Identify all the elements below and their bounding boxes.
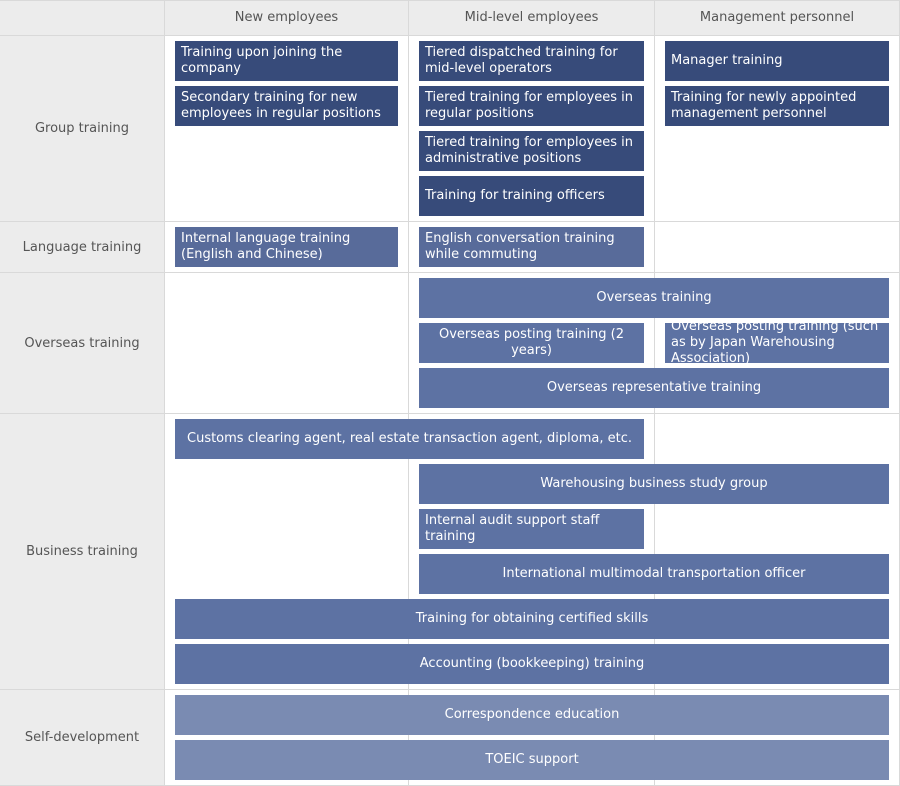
- overseas-posting-jwa-box: Overseas posting training (such as by Ja…: [665, 319, 889, 366]
- dispatched-training-box: Tiered dispatched training for mid-level…: [419, 41, 644, 81]
- certified-skills-training-box: Training for obtaining certified skills: [175, 599, 889, 639]
- newly-appointed-training-box: Training for newly appointed management …: [665, 86, 889, 126]
- administrative-positions-training-box: Tiered training for employees in adminis…: [419, 131, 644, 171]
- column-header-corner: [0, 0, 164, 35]
- commuting-english-training-box: English conversation training while comm…: [419, 227, 644, 267]
- grid-line: [0, 221, 900, 222]
- grid-line: [164, 0, 165, 786]
- row-header-group-training: Group training: [0, 36, 164, 221]
- internal-audit-training-box: Internal audit support staff training: [419, 509, 644, 549]
- regular-positions-training-box: Tiered training for employees in regular…: [419, 86, 644, 126]
- overseas-representative-box: Overseas representative training: [419, 368, 889, 408]
- correspondence-education-box: Correspondence education: [175, 695, 889, 735]
- grid-line: [0, 689, 900, 690]
- column-header-management-personnel: Management personnel: [655, 0, 899, 35]
- row-header-self-development: Self-development: [0, 690, 164, 785]
- row-header-business-training: Business training: [0, 414, 164, 689]
- warehousing-study-group-box: Warehousing business study group: [419, 464, 889, 504]
- grid-line: [0, 0, 900, 1]
- toeic-support-box: TOEIC support: [175, 740, 889, 780]
- accounting-training-box: Accounting (bookkeeping) training: [175, 644, 889, 684]
- joining-training-box: Training upon joining the company: [175, 41, 398, 81]
- row-header-language-training: Language training: [0, 222, 164, 272]
- grid-line: [0, 35, 900, 36]
- overseas-posting-2y-box: Overseas posting training (2 years): [419, 323, 644, 363]
- internal-language-training-box: Internal language training (English and …: [175, 227, 398, 267]
- grid-line: [408, 0, 409, 786]
- secondary-training-box: Secondary training for new employees in …: [175, 86, 398, 126]
- grid-line: [0, 413, 900, 414]
- column-header-new-employees: New employees: [165, 0, 408, 35]
- overseas-training-box: Overseas training: [419, 278, 889, 318]
- multimodal-transport-officer-box: International multimodal transportation …: [419, 554, 889, 594]
- row-header-overseas-training: Overseas training: [0, 273, 164, 413]
- customs-agent-box: Customs clearing agent, real estate tran…: [175, 419, 644, 459]
- training-officers-box: Training for training officers: [419, 176, 644, 216]
- grid-line: [0, 272, 900, 273]
- manager-training-box: Manager training: [665, 41, 889, 81]
- column-header-mid-level-employees: Mid-level employees: [409, 0, 654, 35]
